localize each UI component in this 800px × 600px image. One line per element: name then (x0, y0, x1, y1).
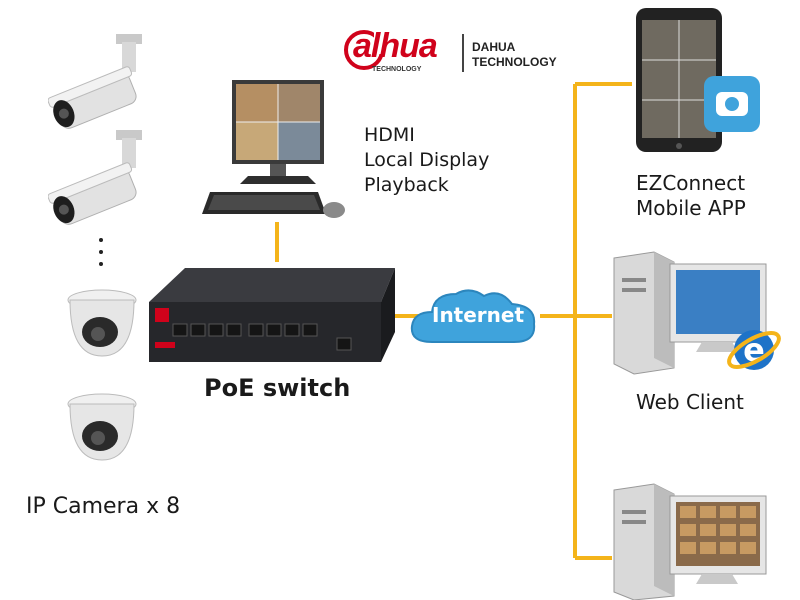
app-icon (704, 76, 760, 132)
more-cameras-ellipsis-icon (99, 238, 103, 266)
web-client-label: Web Client (636, 390, 744, 414)
keyboard-icon (202, 192, 326, 214)
pc-tower-icon (613, 251, 767, 375)
tablet-icon (636, 8, 722, 152)
dahua-logo-icon (344, 30, 386, 70)
bullet-camera-icon (48, 34, 142, 129)
poe-switch-icon (149, 268, 395, 362)
logo-company-line2: TECHNOLOGY (472, 55, 557, 69)
ie-browser-icon: e (727, 330, 781, 370)
hdmi-label-line3: Playback (364, 174, 449, 196)
pc-tower-icon (613, 483, 767, 600)
logo-divider (462, 34, 464, 72)
hdmi-label-line2: Local Display (364, 149, 490, 171)
dome-camera-icon (67, 393, 137, 461)
monitor-icon (232, 80, 324, 184)
mouse-icon (323, 202, 345, 218)
ezconnect-label-line2: Mobile APP (636, 196, 746, 220)
logo-company-line1: DAHUA (472, 40, 516, 54)
hdmi-label-line1: HDMI (364, 124, 415, 146)
bullet-camera-icon (48, 130, 142, 225)
logo-tagline: TECHNOLOGY (372, 66, 422, 73)
dome-camera-icon (67, 289, 137, 357)
logo-wordmark: alhua (353, 27, 438, 65)
cloud-icon (410, 289, 536, 343)
ip-camera-label: IP Camera x 8 (26, 494, 181, 519)
poe-switch-label: PoE switch (204, 374, 351, 402)
ezconnect-label-line1: EZConnect (636, 171, 746, 195)
internet-label: Internet (432, 303, 525, 327)
